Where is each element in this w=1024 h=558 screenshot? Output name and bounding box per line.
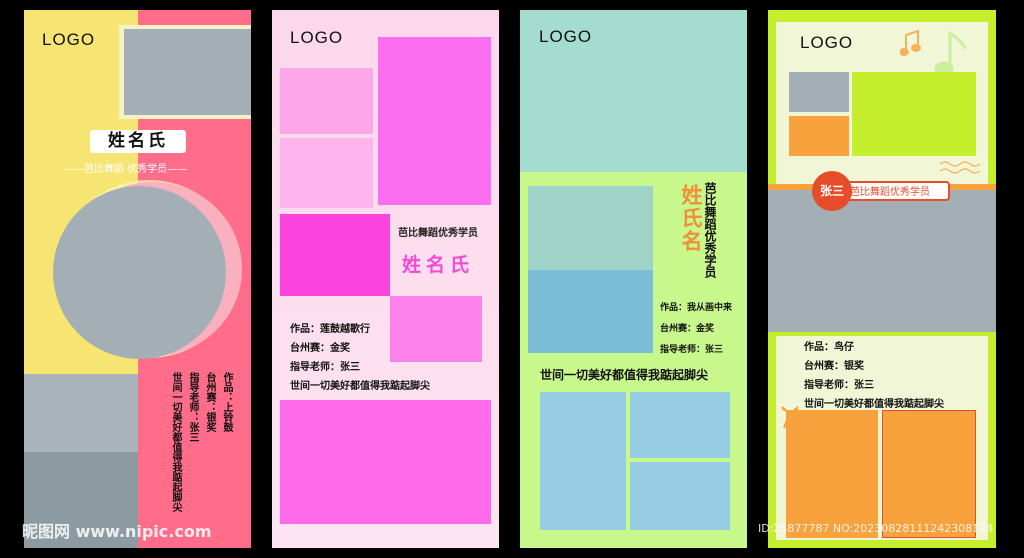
info-work: 作品：上铃鼓 (221, 372, 232, 432)
poster-4: LOGO 芭比舞蹈优秀学员 张三 作品：鸟仔 台州赛：银奖 指导老师：张三 世间… (768, 10, 996, 548)
photo-placeholder (630, 462, 730, 530)
info-motto: 世间一切美好都值得我踮起脚尖 (170, 372, 181, 512)
info-vertical: 作品：上铃鼓 台州赛：银奖 指导老师：张三 世间一切美好都值得我踮起脚尖 (168, 372, 234, 548)
info-list: 作品：莲鼓越歌行 台州赛：金奖 指导老师：张三 世间一切美好都值得我踮起脚尖 (290, 320, 430, 396)
info-motto: 世间一切美好都值得我踮起脚尖 (804, 399, 944, 410)
photo-placeholder (528, 186, 653, 270)
watermark-right: ID:25877787 NO:20230828111242308124 (758, 522, 994, 535)
photo-placeholder (528, 270, 653, 353)
title-vertical: 芭比舞蹈优秀学员 (703, 182, 717, 278)
photo-placeholder-bottom (24, 374, 138, 452)
info-teacher: 指导老师：张三 (290, 362, 360, 373)
info-list: 作品：鸟仔 台州赛：银奖 指导老师：张三 世间一切美好都值得我踮起脚尖 (804, 338, 944, 414)
info-motto: 世间一切美好都值得我踮起脚尖 (290, 381, 430, 392)
photo-placeholder-bottom-2 (24, 452, 138, 548)
info-teacher: 指导老师：张三 (804, 380, 874, 391)
name-vertical: 姓氏名 (679, 184, 704, 253)
divider: —— (64, 164, 84, 175)
info-award: 台州赛：银奖 (204, 372, 215, 432)
photo-placeholder (390, 296, 482, 362)
photo-placeholder (789, 116, 849, 156)
name-box: 姓名氏 (90, 130, 186, 153)
info-award: 台州赛：银奖 (804, 361, 864, 372)
info-work: 作品：鸟仔 (804, 342, 854, 353)
photo-placeholder-top-inner (124, 29, 251, 115)
subtitle-right: 优秀学员 (127, 164, 168, 175)
info-teacher: 指导老师：张三 (660, 345, 724, 355)
watermark-left: 昵图网 www.nipic.com (22, 522, 212, 541)
logo: LOGO (42, 30, 96, 49)
top-block (520, 10, 747, 172)
poster-1: LOGO 姓名氏 ——芭比舞蹈 优秀学员—— 作品：上铃鼓 台州赛：银奖 指导老… (24, 10, 251, 548)
poster-2: LOGO 芭比舞蹈优秀学员 姓名氏 作品：莲鼓越歌行 台州赛：金奖 指导老师：张… (272, 10, 499, 548)
wave-decoration (940, 161, 980, 174)
logo: LOGO (290, 28, 344, 47)
info-award: 台州赛：金奖 (290, 343, 350, 354)
photo-placeholder-bottom (280, 400, 491, 524)
gray-band (768, 190, 996, 332)
photo-placeholder (882, 410, 976, 538)
badge-title: 芭比舞蹈优秀学员 (850, 187, 930, 198)
photo-placeholder (540, 392, 626, 530)
circle-photo-placeholder (53, 186, 226, 359)
divider: —— (167, 164, 188, 175)
photo-placeholder (852, 72, 976, 156)
title: 芭比舞蹈优秀学员 (398, 228, 478, 239)
photo-placeholder (786, 410, 878, 538)
info-award: 台州赛：金奖 (660, 324, 715, 334)
badge-name-circle: 张三 (812, 171, 852, 211)
photo-placeholder (630, 392, 730, 458)
photo-placeholder (280, 68, 373, 134)
photo-placeholder (378, 37, 491, 205)
logo: LOGO (539, 27, 593, 46)
photo-placeholder (789, 72, 849, 112)
info-work: 作品：莲鼓越歌行 (290, 324, 370, 335)
logo: LOGO (800, 33, 854, 52)
photo-placeholder (280, 214, 390, 296)
info-list: 作品：我从画中来 台州赛：金奖 指导老师：张三 (660, 298, 732, 361)
motto: 世间一切美好都值得我踮起脚尖 (540, 368, 709, 382)
poster-3: LOGO 姓氏名 芭比舞蹈优秀学员 作品：我从画中来 台州赛：金奖 指导老师：张… (520, 10, 747, 548)
subtitle-left: 芭比舞蹈 (84, 164, 124, 175)
info-work: 作品：我从画中来 (660, 303, 733, 313)
subtitle-line: ——芭比舞蹈 优秀学员—— (64, 160, 212, 176)
name: 姓名氏 (402, 254, 475, 276)
photo-placeholder (280, 138, 373, 208)
info-teacher: 指导老师：张三 (187, 372, 198, 442)
